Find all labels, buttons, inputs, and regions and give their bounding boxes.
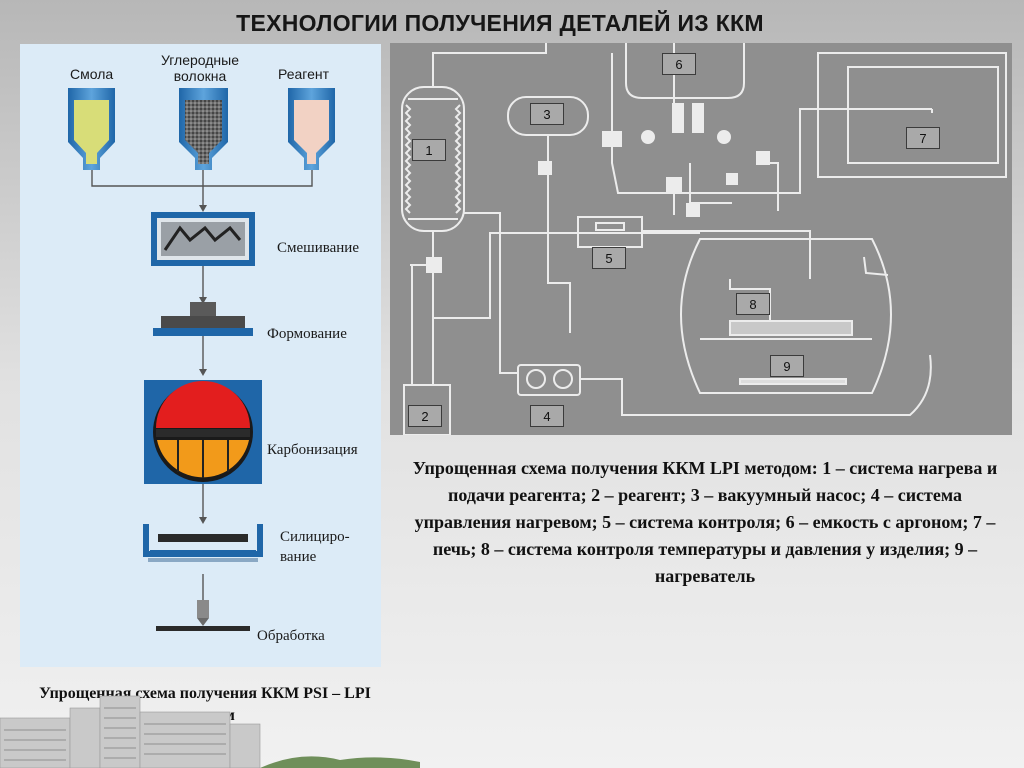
stage-label-machining: Обработка	[257, 628, 325, 644]
lpi-schematic: 1 2 3 4 5 6 7 8 9	[390, 43, 1012, 435]
input-label-fibers: Углеродные волокна	[160, 52, 240, 84]
lpi-caption: Упрощенная схема получения ККМ LPI метод…	[412, 458, 998, 586]
input-label-resin: Смола	[70, 66, 114, 82]
reagent-hopper	[288, 88, 335, 170]
reagent-vessel-2	[403, 384, 451, 435]
process-chamber	[680, 238, 892, 394]
mixer-icon	[151, 212, 255, 266]
input-label-reagent: Реагент	[278, 66, 330, 82]
flow-arrowheads	[199, 205, 207, 524]
forming-press-icon	[153, 302, 253, 336]
label-3: 3	[530, 103, 564, 125]
psi-lpi-process-diagram: Смола Углеродные волокна Реагент Смешива…	[20, 44, 381, 667]
part-8	[729, 320, 853, 336]
label-2: 2	[408, 405, 442, 427]
stage-label-forming: Формование	[267, 326, 347, 342]
label-7: 7	[906, 127, 940, 149]
lpi-schematic-graphic	[401, 43, 1007, 435]
slide-title: ТЕХНОЛОГИИ ПОЛУЧЕНИЯ ДЕТАЛЕЙ ИЗ ККМ	[236, 10, 764, 36]
label-6: 6	[662, 53, 696, 75]
furnace-7-inner	[847, 66, 999, 164]
label-5: 5	[592, 247, 626, 269]
label-4: 4	[530, 405, 564, 427]
label-8: 8	[736, 293, 770, 315]
argon-tank-6	[625, 43, 745, 99]
label-9: 9	[770, 355, 804, 377]
stage-label-siliconization: Силициро-вание	[280, 529, 350, 565]
resin-hopper	[68, 88, 115, 170]
flow-lines	[91, 170, 313, 600]
siliconization-bath-icon	[143, 524, 263, 562]
stage-label-carbonization: Карбонизация	[267, 442, 358, 458]
machining-tool-icon	[156, 600, 250, 631]
furnace-7-outer	[817, 52, 1007, 178]
heater-9	[739, 378, 847, 385]
campus-buildings-graphic	[0, 695, 420, 768]
stage-label-mixing: Смешивание	[277, 240, 359, 256]
label-1: 1	[412, 139, 446, 161]
carbonization-furnace-icon	[144, 380, 262, 484]
process-flow-graphic	[68, 88, 335, 631]
valves-and-gauges	[426, 103, 770, 273]
fiber-hopper	[179, 88, 228, 170]
